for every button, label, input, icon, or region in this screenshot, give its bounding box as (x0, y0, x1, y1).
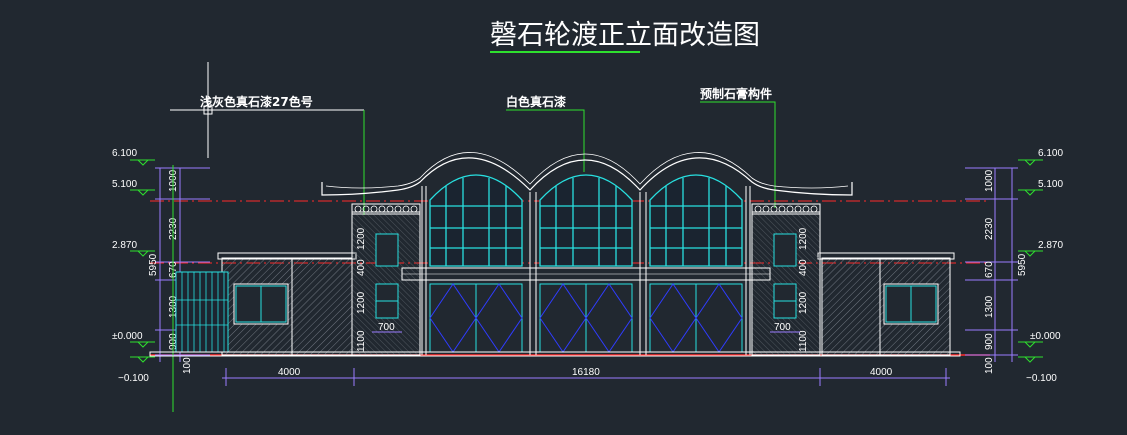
level-right-5100: 5.100 (1038, 179, 1063, 190)
door-bay-1 (429, 283, 523, 353)
dim-right-1300: 1300 (984, 295, 995, 318)
dim-right-100: 100 (984, 357, 995, 374)
arch-piers (421, 186, 751, 355)
dim-inner-left-400: 400 (356, 259, 367, 276)
horizontal-dim-chain (222, 368, 950, 386)
level-right-6100: 6.100 (1038, 148, 1063, 159)
level-left-0000: ±0.000 (112, 331, 143, 342)
base-plinth (149, 351, 961, 357)
dim-right-1000: 1000 (984, 169, 995, 192)
right-tower-frieze (751, 203, 821, 215)
callout-right-text: 预制石膏构件 (700, 86, 772, 101)
left-gate (175, 271, 229, 353)
dim-window-left: 700 (378, 322, 395, 333)
right-dim-chain (965, 167, 1018, 362)
dim-left-5950: 5950 (148, 253, 159, 276)
right-tower-window-upper (773, 233, 797, 267)
level-left-2870: 2.870 (112, 240, 137, 251)
level-left-5100: 5.100 (112, 179, 137, 190)
dim-horizontal-4000-right: 4000 (870, 367, 893, 378)
left-level-marks (130, 159, 155, 363)
dim-window-right: 700 (774, 322, 791, 333)
door-bay-2 (539, 283, 633, 353)
dim-inner-left-1200a: 1200 (356, 227, 367, 250)
right-level-marks (1018, 159, 1043, 363)
cursor-box (203, 105, 213, 115)
dim-inner-right-1200b: 1200 (798, 291, 809, 314)
dim-right-2230: 2230 (984, 217, 995, 240)
dim-inner-left-1200b: 1200 (356, 291, 367, 314)
left-tower-window-upper (375, 233, 399, 267)
left-gate-bars (176, 272, 228, 352)
arch-bay-2 (539, 174, 633, 267)
callout-center-leader (506, 109, 585, 172)
level-right-m0100: −0.100 (1026, 373, 1057, 384)
callout-center-text: 白色真石漆 (506, 94, 566, 109)
dim-inner-right-1100: 1100 (798, 330, 809, 352)
callout-left-text: 浅灰色真石漆27色号 (200, 94, 313, 109)
drawing-title: 磬石轮渡正立面改造图 (490, 20, 760, 51)
left-tower-ornament (354, 205, 418, 213)
dim-right-900: 900 (984, 333, 995, 350)
dim-right-670: 670 (984, 261, 995, 278)
level-left-6100: 6.100 (112, 148, 137, 159)
right-tower-ornament (754, 205, 818, 213)
door-bay-3 (649, 283, 743, 353)
level-right-0000: ±0.000 (1030, 331, 1061, 342)
dim-horizontal-16180: 16180 (572, 367, 600, 378)
dim-right-5950: 5950 (1017, 253, 1028, 276)
arch-bay-3 (649, 174, 743, 267)
roof-eave-line (321, 157, 853, 196)
arch-bay-1 (429, 174, 523, 267)
dim-inner-left-1100: 1100 (356, 330, 367, 352)
level-left-m0100: −0.100 (118, 373, 149, 384)
dim-left-100: 100 (182, 357, 193, 374)
left-tower-frieze (351, 203, 421, 215)
dim-horizontal-4000-left: 4000 (278, 367, 301, 378)
roof-eave-line-inner (325, 152, 849, 189)
dim-inner-right-1200a: 1200 (798, 227, 809, 250)
callout-right-leader (700, 101, 776, 208)
level-right-2870: 2.870 (1038, 240, 1063, 251)
dim-inner-right-400: 400 (798, 259, 809, 276)
